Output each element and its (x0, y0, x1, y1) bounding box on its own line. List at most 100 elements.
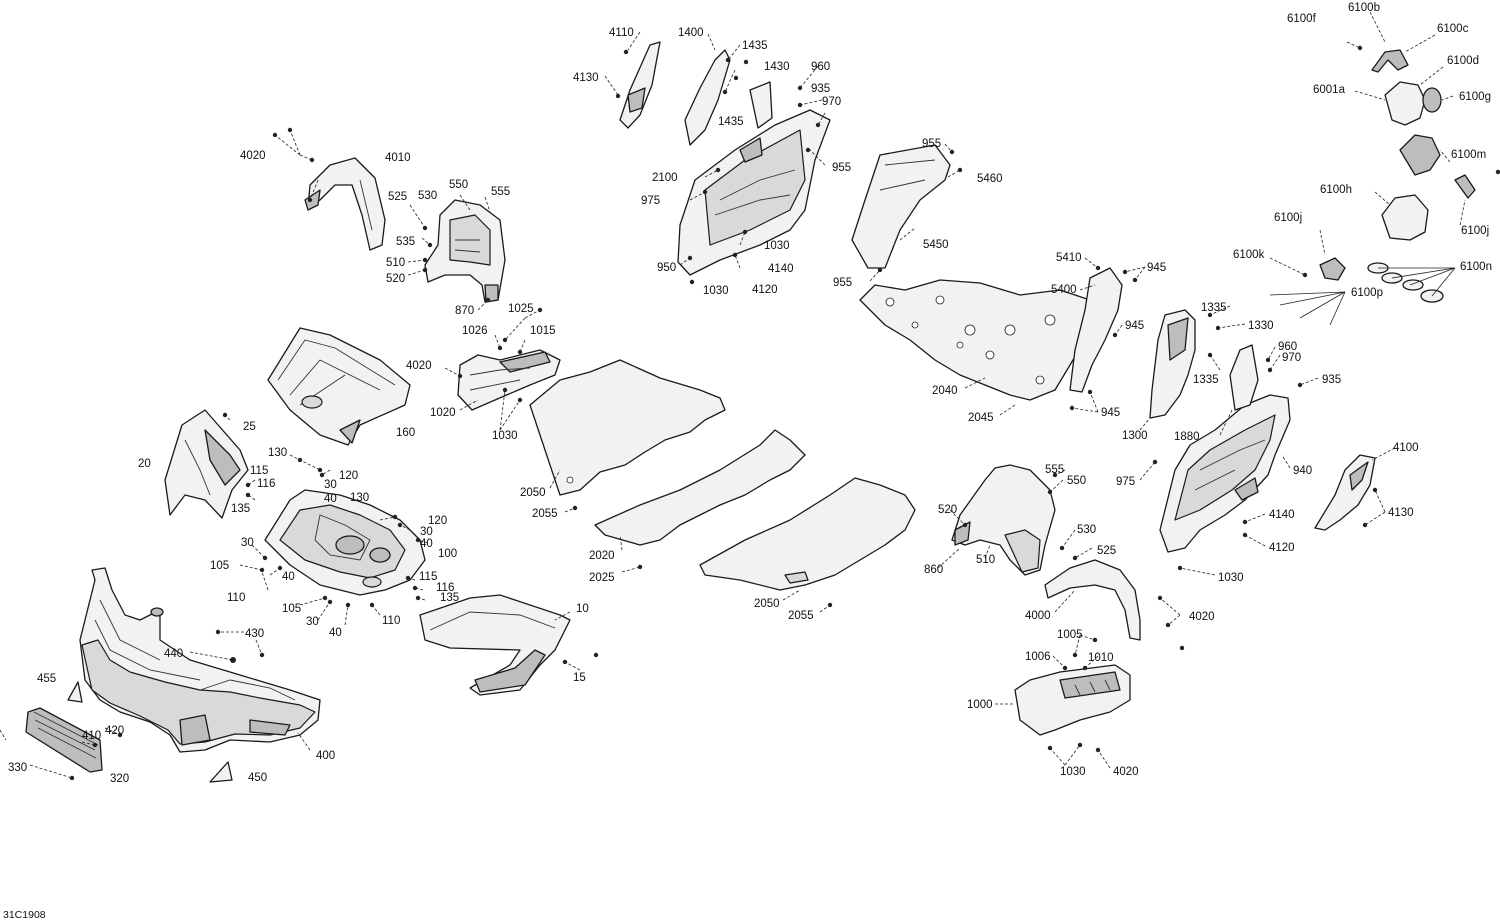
callout-label: 5450 (923, 239, 949, 251)
callout-label: 105 (210, 560, 229, 572)
callout-label: 10 (576, 603, 589, 615)
callout-label: 955 (922, 138, 941, 150)
rear-fender-flare-4000 (1044, 559, 1141, 641)
callout-label: 970 (1282, 352, 1301, 364)
callout-label: 955 (833, 277, 852, 289)
front-body-100 (264, 489, 426, 596)
callout-label: 555 (1045, 464, 1064, 476)
inner-fender-550-right (951, 464, 1056, 576)
callout-label: 6100c (1437, 23, 1469, 35)
callout-label: 530 (418, 190, 437, 202)
callout-label: 4010 (385, 152, 411, 164)
callout-label: 2025 (589, 572, 615, 584)
callout-label: 5400 (1051, 284, 1077, 296)
callout-label: 105 (282, 603, 301, 615)
callout-label: 945 (1101, 407, 1120, 419)
callout-label: 330 (8, 762, 27, 774)
callout-label: 935 (811, 83, 830, 95)
callout-label: 4120 (752, 284, 778, 296)
callout-label: 4100 (1393, 442, 1419, 454)
callout-label: 6100m (1451, 149, 1486, 161)
callout-label: 2055 (532, 508, 558, 520)
callout-label: 945 (1125, 320, 1144, 332)
callout-label: 6100p (1351, 287, 1383, 299)
callout-label: 20 (138, 458, 151, 470)
callout-label: 2040 (932, 385, 958, 397)
front-fascia-400 (79, 567, 321, 753)
callout-label: 400 (316, 750, 335, 762)
callout-label: 25 (243, 421, 256, 433)
callout-label: 115 (250, 465, 268, 477)
callout-label: 950 (657, 262, 676, 274)
callout-label: 970 (822, 96, 841, 108)
callout-label: 550 (1067, 475, 1086, 487)
hood-160 (267, 327, 411, 446)
callout-label: 135 (231, 503, 250, 515)
callout-label: 525 (1097, 545, 1116, 557)
callout-label: 4140 (1269, 509, 1295, 521)
callout-label: 30 (420, 526, 433, 538)
callout-label: 6100f (1287, 13, 1317, 25)
callout-label: 4120 (1269, 542, 1295, 554)
callout-label: 1880 (1174, 431, 1200, 443)
callout-label: 30 (241, 537, 254, 549)
front-bracket-450 (209, 761, 233, 783)
callout-label: 870 (455, 305, 474, 317)
callout-label: 4000 (1025, 610, 1051, 622)
floor-panel-2050-right (699, 477, 916, 591)
left-side-panel-950 (619, 41, 831, 276)
callout-label: 860 (924, 564, 943, 576)
callout-label: 410 (82, 730, 101, 742)
callout-label: 4130 (1388, 507, 1414, 519)
callout-label: 40 (282, 571, 295, 583)
callout-label: 1030 (1060, 766, 1086, 778)
callout-label: 510 (976, 554, 995, 566)
fastener-hardware (69, 45, 1500, 781)
callout-label: 940 (1293, 465, 1312, 477)
callout-label: 1010 (1088, 652, 1114, 664)
callout-label: 420 (105, 725, 124, 737)
callout-label: 6100j (1461, 225, 1489, 237)
callout-label: 4020 (1113, 766, 1139, 778)
rear-floor-2040 (859, 279, 1091, 401)
front-grille-320 (25, 707, 103, 773)
callout-label: 6100j (1274, 212, 1302, 224)
callout-label: 100 (438, 548, 457, 560)
callout-label: 5410 (1056, 252, 1082, 264)
callout-label: 120 (339, 470, 358, 482)
callout-label: 440 (164, 648, 183, 660)
callout-label: 1335 (1201, 302, 1227, 314)
callout-label: 430 (245, 628, 264, 640)
side-plate-5450 (851, 144, 951, 269)
callout-label: 5460 (977, 173, 1003, 185)
callout-label: 955 (832, 162, 851, 174)
callout-label: 1400 (678, 27, 704, 39)
callout-label: 120 (428, 515, 447, 527)
callout-label: 40 (324, 493, 337, 505)
callout-label: 1435 (742, 40, 768, 52)
rear-plate-5400 (1069, 267, 1123, 393)
callout-label: 1030 (764, 240, 790, 252)
callout-label: 1025 (508, 303, 534, 315)
callout-label: 1005 (1057, 629, 1083, 641)
callout-label: 2050 (520, 487, 546, 499)
callout-label: 1300 (1122, 430, 1148, 442)
callout-label: 6100k (1233, 249, 1265, 261)
callout-label: 4020 (240, 150, 266, 162)
callout-label: 6100g (1459, 91, 1491, 103)
callout-label: 1435 (718, 116, 744, 128)
callout-label: 4020 (406, 360, 432, 372)
callout-label: 4110 (609, 27, 634, 39)
callout-label: 2055 (788, 610, 814, 622)
fender-flare-4010 (304, 157, 386, 251)
callout-label: 15 (573, 672, 586, 684)
callout-label: 4130 (573, 72, 599, 84)
callout-label: 320 (110, 773, 129, 785)
callout-label: 1020 (430, 407, 456, 419)
callout-label: 975 (641, 195, 660, 207)
front-fender-10 (419, 594, 571, 696)
callout-label: 115 (419, 571, 437, 583)
callout-label: 975 (1116, 476, 1135, 488)
callout-label: 2050 (754, 598, 780, 610)
